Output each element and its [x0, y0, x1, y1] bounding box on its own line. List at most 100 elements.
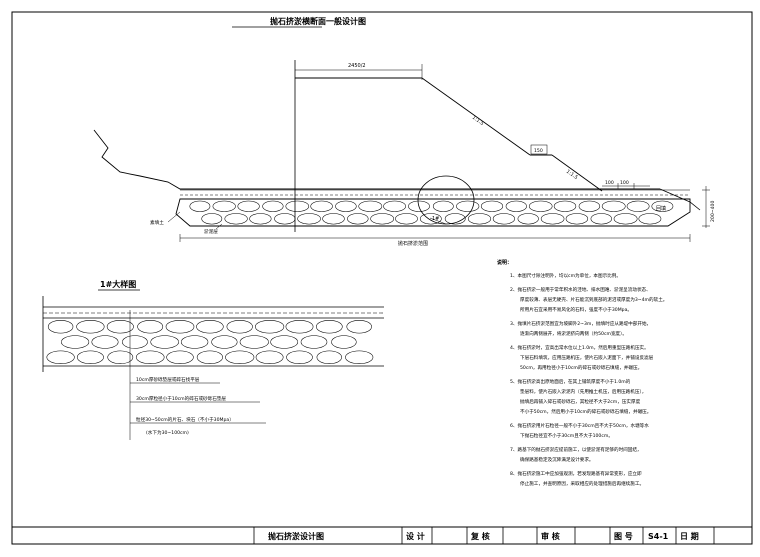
detail-stone	[286, 350, 313, 364]
note-2-line: 2、抛石挤淤一般用于常年积水的洼地、排水困难、淤泥呈流动状态、	[510, 286, 651, 293]
note-5-line: 5、抛石挤淤高出原地面后，在其上铺筑厚度不小于1.0m的	[510, 378, 631, 385]
vertical-dim-label: 200~400	[710, 201, 716, 222]
upper-slope	[421, 77, 531, 156]
fill-stone	[370, 213, 395, 225]
detail-stone	[180, 335, 209, 349]
fill-stone	[613, 213, 638, 225]
fill-stone	[432, 200, 454, 212]
note-3-line: 3、抛填片石挤淤范围宜为坡脚外2~3m，抛填时应从路堤中部开始，	[510, 320, 651, 327]
fill-stone	[528, 200, 553, 212]
tb-drawing-name: 抛石挤淤设计图	[268, 531, 324, 541]
fill-stone	[419, 213, 442, 225]
fill-stone	[383, 200, 406, 212]
fill-stone	[395, 213, 418, 225]
tb-date-label: 日 期	[680, 531, 699, 541]
fill-stone	[358, 200, 383, 212]
detail-stone	[316, 320, 343, 334]
fill-stone	[467, 213, 492, 225]
bottom-dim-label: 抛石挤淤范围	[398, 240, 428, 247]
main-title: 抛石挤淤横断面一般设计图	[270, 16, 366, 26]
detail-stone	[196, 350, 223, 364]
detail-view: 1#大样图 10cm厚砂砾垫层或碎石找平层 30cm厚粒径小于10cm的碎石或砂…	[42, 279, 384, 440]
note-4-line: 50cm，再用粒径小于10cm的碎石或砂砾石填缝，并碾压。	[520, 364, 642, 371]
detail-stone	[345, 350, 374, 364]
detail-stone	[225, 350, 255, 364]
fill-stone	[553, 200, 577, 212]
detail-layer-3: 粒径30~50cm的片石、块石（不小于30Mpa）	[136, 416, 234, 423]
right-label: 回填	[656, 205, 666, 212]
detail-stone	[106, 320, 134, 334]
detail-stone	[316, 350, 342, 364]
detail-stone	[47, 320, 74, 334]
detail-stone	[137, 320, 164, 334]
title-block-frame	[11, 526, 753, 545]
fill-stone	[322, 213, 345, 225]
note-4-line: 4、抛石挤淤时，宜高出常水位以上1.0m，然后用重型压路机压实。	[510, 344, 649, 351]
fill-stone	[201, 213, 223, 225]
detail-stone	[270, 335, 299, 349]
fill-stone	[505, 200, 527, 212]
fill-stone	[262, 200, 284, 212]
note-5-line: 不小于50cm，然后用小于10cm的碎石或砂砾石填缝，并碾压。	[520, 408, 651, 415]
detail-stone	[46, 350, 75, 364]
fill-stone	[347, 213, 369, 225]
detail-stone	[76, 350, 104, 364]
detail-stone	[331, 335, 357, 349]
fill-stone	[297, 213, 321, 225]
fill-stone	[444, 213, 466, 225]
cross-section: 2450/2 1:1.5 150 1:1.5 100 100 回填 2	[93, 60, 716, 247]
fill-stone	[249, 213, 272, 225]
detail-stone	[255, 350, 284, 364]
note-8-line: 停止施工，并查明原因，采取相应的处理措施后再继续施工。	[520, 480, 644, 487]
fill-stone	[237, 200, 260, 212]
fill-stone	[626, 200, 650, 212]
fill-stone	[456, 200, 480, 212]
detail-stone	[211, 335, 238, 349]
note-4-line: 下层石料填筑，应用压路机压，使片石嵌入泥面下，并铺设反滤层	[520, 354, 654, 361]
stone-fill-outline	[175, 198, 691, 227]
detail-stone	[107, 350, 134, 364]
fill-stone	[492, 213, 515, 225]
tb-drawing-no-label: 图 号	[614, 532, 633, 541]
detail-stone	[285, 320, 314, 334]
left-label-1: 素填土	[150, 219, 164, 226]
fill-stone	[590, 213, 612, 225]
fill-stone	[310, 200, 333, 212]
fill-stone	[540, 213, 565, 225]
note-1-line: 1、本图尺寸除注明外，均以cm为单位，本图示比例。	[510, 272, 621, 279]
stone-fill-pattern	[189, 200, 674, 225]
note-2-line: 所用片石宜采用不易风化的石料，强度不小于30Mpa。	[520, 306, 632, 313]
detail-layer-3-sub: (水下为30~100cm)	[146, 429, 189, 436]
notes-heading: 说明：	[497, 259, 512, 266]
left-label-2: 淤泥层	[204, 228, 218, 235]
fill-stone	[601, 200, 626, 212]
note-7-line: 确保路基稳定及沉降满足设计要求。	[520, 456, 594, 463]
fill-stone	[212, 200, 236, 212]
fill-stone	[335, 200, 357, 212]
fill-stone	[274, 213, 296, 225]
sheet-border	[11, 11, 753, 545]
fill-stone	[638, 213, 662, 225]
detail-stone	[135, 350, 165, 364]
note-3-line: 逐渐向两侧展开，将淤泥挤向两侧（约50cm宽度）。	[520, 330, 627, 337]
note-5-line: 抛填后再铺入碎石或砂砾石，其粒径不大于2cm，压实厚度	[520, 398, 641, 405]
detail-stone	[165, 320, 195, 334]
detail-stone	[346, 320, 372, 334]
berm-width-label: 150	[534, 148, 543, 154]
lower-slope	[551, 154, 603, 192]
note-8-line: 8、抛石挤淤施工中应加强观测，若发现路基有异常变形，应立即	[510, 470, 642, 477]
tb-audit: 审 核	[541, 531, 560, 541]
tb-design: 设 计	[406, 531, 425, 541]
fill-stone	[578, 200, 601, 212]
left-leader-1	[167, 211, 181, 223]
berm-box	[530, 144, 548, 155]
ground-line-left	[93, 129, 660, 190]
note-6-line: 下抛石粒径宜不小于30cm且不大于100cm。	[520, 432, 613, 439]
detail-callout-leader	[429, 217, 447, 225]
note-5-line: 垫层料，使片石嵌入淤泥内（先用推土机压，后用压路机压），	[520, 388, 646, 395]
detail-mark: 1#	[432, 216, 439, 222]
notes-block: 说明： 1、本图尺寸除注明外，均以cm为单位，本图示比例。 2、抛石挤淤一般用于常…	[497, 259, 667, 487]
upper-slope-label: 1:1.5	[471, 115, 485, 127]
fill-stone	[565, 213, 589, 225]
lower-slope-label: 1:1.5	[565, 169, 579, 181]
